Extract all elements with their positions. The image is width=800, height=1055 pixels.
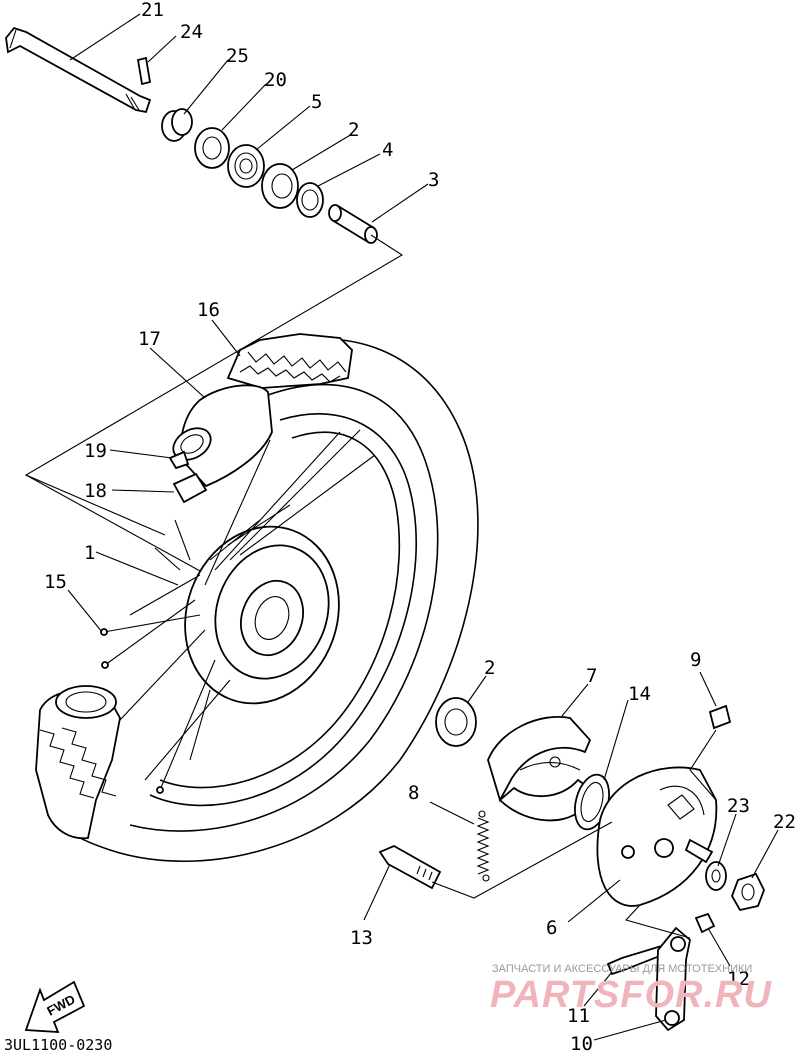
label-11: 11 [567,1005,590,1027]
label-22: 22 [773,811,796,833]
label-19: 19 [84,440,107,462]
label-7: 7 [586,665,597,687]
label-9: 9 [690,649,701,671]
wheel-assembly [35,333,479,863]
label-21: 21 [141,0,164,21]
label-13: 13 [350,927,373,949]
label-18: 18 [84,480,107,502]
cotter-pin-part [136,56,152,86]
label-12: 12 [727,968,750,990]
label-10: 10 [570,1033,593,1055]
inner-tube-section [168,384,273,504]
bearing-part-5 [227,144,265,188]
watermark-tagline: ЗАПЧАСТИ И АКСЕССУАРЫ ДЛЯ МОТОТЕХНИКИ [492,963,752,975]
brake-shoe-part [487,716,594,822]
axle-part [5,26,152,114]
label-6: 6 [546,917,557,939]
camshaft-part [378,844,442,890]
bearing-part-2-lower [435,697,477,747]
collar-part [161,108,193,142]
label-4: 4 [382,139,393,161]
leader-lines [67,13,779,1041]
label-5: 5 [311,91,322,113]
label-23: 23 [727,795,750,817]
label-25: 25 [226,45,249,67]
label-16: 16 [197,299,220,321]
spokes [103,429,376,791]
brake-panel-part [596,766,718,907]
label-20: 20 [264,69,287,91]
circlip-part [296,182,324,218]
label-24: 24 [180,21,203,43]
brake-lever-part [655,926,691,1032]
oil-seal-part [194,127,230,169]
label-8: 8 [408,782,419,804]
cap-part [708,704,732,730]
spring-part [476,810,490,882]
watermark: ЗАПЧАСТИ И АКСЕССУАРЫ ДЛЯ МОТОТЕХНИКИ PA… [490,963,772,1016]
watermark-logo: PARTSFOR.RU [490,974,772,1016]
drawing-code: 3UL1100-0230 [4,1036,112,1054]
label-1: 1 [84,542,95,564]
nut-part [731,872,765,912]
hub [184,525,340,705]
bearing-part-2-upper [261,163,299,209]
label-2-lower: 2 [484,657,495,679]
label-14: 14 [628,683,651,705]
tyre-tread-bottom [35,685,121,840]
fwd-direction-arrow: FWD [24,980,86,1033]
washer-part [705,861,727,891]
label-15: 15 [44,571,67,593]
tyre-tread-top [226,333,353,389]
lever-nut-part [694,912,716,934]
label-17: 17 [138,328,161,350]
part-labels: 21 24 25 20 5 2 4 3 16 17 19 18 1 15 2 7… [44,0,796,1055]
spacer-part [328,204,378,244]
label-3: 3 [428,169,439,191]
label-2-upper: 2 [348,119,359,141]
